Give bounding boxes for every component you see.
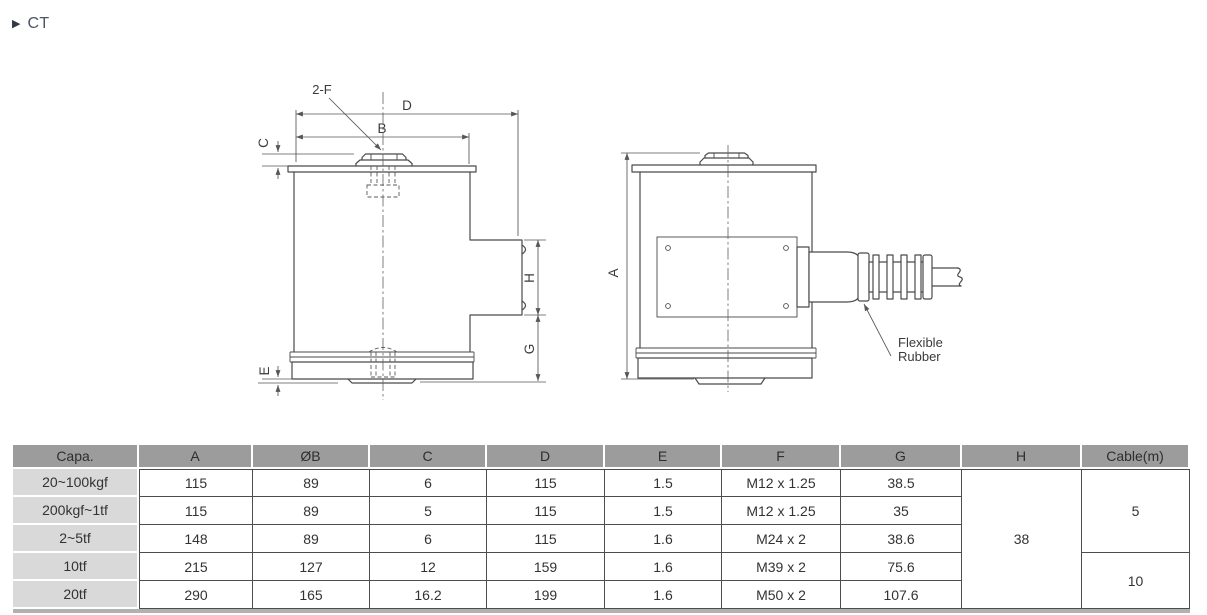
dim-label-b: B <box>377 121 386 136</box>
table-cell: 1.6 <box>605 553 722 581</box>
page-title-text: CT <box>27 15 50 32</box>
table-cell: 127 <box>253 553 370 581</box>
table-cell: 115 <box>139 497 253 525</box>
table-cell: 89 <box>253 497 370 525</box>
header-cell-a: A <box>139 445 253 469</box>
table-cell: 215 <box>139 553 253 581</box>
table-cell: 159 <box>487 553 605 581</box>
table-row: 200kgf~1tf 115 89 5 115 1.5 M12 x 1.25 3… <box>13 497 1190 525</box>
header-cell-cable: Cable(m) <box>1082 445 1190 469</box>
header-cell-e: E <box>605 445 722 469</box>
table-cell: 38.6 <box>841 525 962 553</box>
table-cell: 75.6 <box>841 553 962 581</box>
table-cell: 1.5 <box>605 469 722 497</box>
table-cell: 38.5 <box>841 469 962 497</box>
table-cell: 115 <box>487 469 605 497</box>
table-cell: M24 x 2 <box>722 525 841 553</box>
table-row: 20tf 290 165 16.2 199 1.6 M50 x 2 107.6 <box>13 581 1190 609</box>
table-cell: 89 <box>253 525 370 553</box>
table-cell: 35 <box>841 497 962 525</box>
capacity-cell: 10tf <box>13 553 139 581</box>
load-cell-body-outline <box>631 152 817 385</box>
table-cell: 16.2 <box>370 581 487 609</box>
dimensions-spec-table: Capa. A ØB C D E F G H Cable(m) 20~100kg… <box>13 445 1190 613</box>
table-cell: 199 <box>487 581 605 609</box>
table-cell: 12 <box>370 553 487 581</box>
dimension-lines <box>258 97 546 396</box>
table-cell-h-merged: 38 <box>962 469 1082 609</box>
table-cell-cable-5: 5 <box>1082 469 1190 553</box>
capacity-cell: 2~5tf <box>13 525 139 553</box>
header-cell-h: H <box>962 445 1082 469</box>
header-cell-f: F <box>722 445 841 469</box>
header-cell-capa: Capa. <box>13 445 139 469</box>
table-cell: 148 <box>139 525 253 553</box>
table-cell: M50 x 2 <box>722 581 841 609</box>
dimension-lines <box>621 152 892 380</box>
page-title: ▶ CT <box>12 15 49 33</box>
table-cell: 6 <box>370 525 487 553</box>
cable-assembly <box>796 246 963 308</box>
table-cell: 5 <box>370 497 487 525</box>
header-cell-g: G <box>841 445 962 469</box>
nameplate <box>656 236 798 318</box>
table-cell: 89 <box>253 469 370 497</box>
table-cell: M12 x 1.25 <box>722 469 841 497</box>
header-cell-c: C <box>370 445 487 469</box>
load-cell-dimension-drawing: 2-F D B C E H G <box>256 82 546 400</box>
capacity-cell: 20~100kgf <box>13 469 139 497</box>
flexible-rubber-label-line1: Flexible <box>898 335 943 350</box>
table-cell: M39 x 2 <box>722 553 841 581</box>
table-cell: 115 <box>139 469 253 497</box>
table-row: 2~5tf 148 89 6 115 1.6 M24 x 2 38.6 <box>13 525 1190 553</box>
table-cell: M12 x 1.25 <box>722 497 841 525</box>
table-cell: 1.5 <box>605 497 722 525</box>
capacity-cell: 20tf <box>13 581 139 609</box>
table-cell: 1.6 <box>605 581 722 609</box>
dim-label-d: D <box>402 98 412 113</box>
table-cell: 115 <box>487 525 605 553</box>
dim-label-c: C <box>256 138 271 148</box>
table-cell: 6 <box>370 469 487 497</box>
dim-label-g: G <box>522 344 537 355</box>
table-header-row: Capa. A ØB C D E F G H Cable(m) <box>13 445 1190 469</box>
dim-label-e: E <box>257 366 272 375</box>
dim-label-h: H <box>522 273 537 283</box>
table-cell-cable-10: 10 <box>1082 553 1190 609</box>
dim-label-2f: 2-F <box>312 82 332 97</box>
table-row: 20~100kgf 115 89 6 115 1.5 M12 x 1.25 38… <box>13 469 1190 609</box>
table-cell: 115 <box>487 497 605 525</box>
table-row: 10tf 215 127 12 159 1.6 M39 x 2 75.6 10 <box>13 553 1190 609</box>
header-cell-d: D <box>487 445 605 469</box>
dim-label-a: A <box>608 268 621 277</box>
section-marker-icon: ▶ <box>12 17 21 30</box>
flexible-rubber-label-line2: Rubber <box>898 349 941 364</box>
table-cell: 165 <box>253 581 370 609</box>
capacity-cell: 200kgf~1tf <box>13 497 139 525</box>
table-cell: 290 <box>139 581 253 609</box>
table-cell: 1.6 <box>605 525 722 553</box>
load-cell-body-outline <box>287 153 527 384</box>
header-cell-ob: ØB <box>253 445 370 469</box>
table-cell: 107.6 <box>841 581 962 609</box>
load-cell-cable-drawing: A Flexible Rubber <box>608 145 963 392</box>
